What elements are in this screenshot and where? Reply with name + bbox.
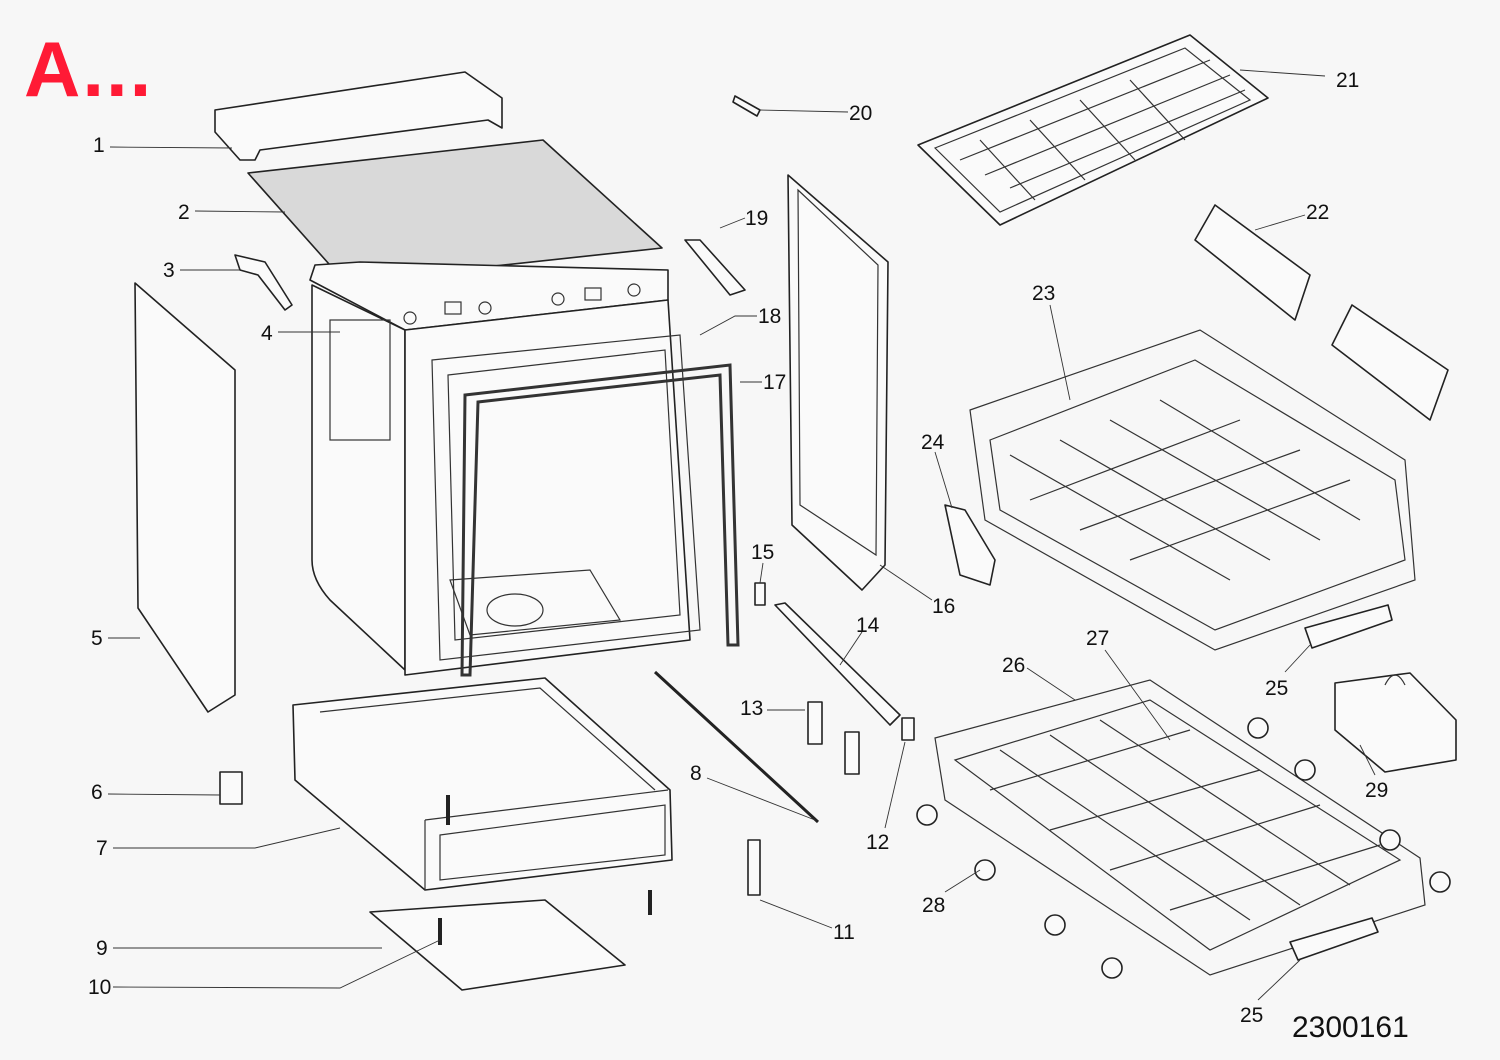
- part-1-handle-top: [214, 71, 503, 161]
- callout-10: 10: [88, 976, 111, 999]
- leader-lines: [107, 69, 1376, 1001]
- part-5-side-panel: [134, 282, 236, 713]
- callout-6: 6: [91, 781, 103, 804]
- part-26-lower-basket: [934, 679, 1426, 976]
- callout-22: 22: [1306, 201, 1329, 224]
- callout-28: 28: [922, 894, 945, 917]
- callout-1: 1: [93, 134, 105, 157]
- callout-29: 29: [1365, 779, 1388, 802]
- part-23-upper-basket: [969, 329, 1416, 651]
- callout-2: 2: [178, 201, 190, 224]
- callout-17: 17: [763, 371, 786, 394]
- part-22-cup-racks: [1194, 204, 1449, 421]
- callout-15: 15: [751, 541, 774, 564]
- callout-16: 16: [932, 595, 955, 618]
- tub-body: [309, 261, 701, 676]
- callout-25-lower: 25: [1240, 1004, 1263, 1027]
- part-9-10-base-cover: [369, 795, 652, 991]
- part-3-bracket: [234, 254, 293, 311]
- callout-19: 19: [745, 207, 768, 230]
- callout-7: 7: [96, 837, 108, 860]
- part-6-valve: [219, 771, 243, 805]
- callout-3: 3: [163, 259, 175, 282]
- callout-14: 14: [856, 614, 880, 637]
- callout-5: 5: [91, 627, 103, 650]
- part-28-wheels: [916, 717, 1451, 979]
- callout-23: 23: [1032, 282, 1055, 305]
- part-16-door-seal-strip: [787, 174, 889, 591]
- callout-11: 11: [833, 921, 855, 944]
- part-19-bracket: [684, 239, 746, 296]
- callout-9: 9: [96, 937, 108, 960]
- callout-21: 21: [1336, 69, 1359, 92]
- part-29-cutlery-basket: [1334, 672, 1457, 773]
- part-7-base: [292, 677, 673, 891]
- part-24-basket-adjuster: [944, 504, 996, 586]
- part-25-handle-lower: [1289, 917, 1379, 961]
- callout-18: 18: [758, 305, 781, 328]
- callout-25-upper: 25: [1265, 677, 1288, 700]
- part-14-rail: [774, 602, 901, 726]
- part-11-foot: [747, 839, 761, 896]
- part-25-handle-upper: [1304, 604, 1393, 649]
- callout-13: 13: [740, 697, 763, 720]
- part-20-clip: [732, 95, 761, 117]
- part-8-rod: [653, 670, 820, 824]
- diagram-title: A...: [24, 25, 154, 113]
- callout-24: 24: [921, 431, 945, 454]
- callout-8: 8: [690, 762, 702, 785]
- callout-26: 26: [1002, 654, 1025, 677]
- callout-4: 4: [261, 322, 273, 345]
- drawing-code: 2300161: [1292, 1011, 1409, 1044]
- part-2-worktop-panel: [247, 139, 663, 283]
- part-21-upper-tray: [917, 34, 1269, 226]
- part-12-13-15-clips: [754, 582, 915, 775]
- callout-12: 12: [866, 831, 889, 854]
- part-17-door-seal: [460, 363, 740, 677]
- callout-27: 27: [1086, 627, 1109, 650]
- callout-20: 20: [849, 102, 872, 125]
